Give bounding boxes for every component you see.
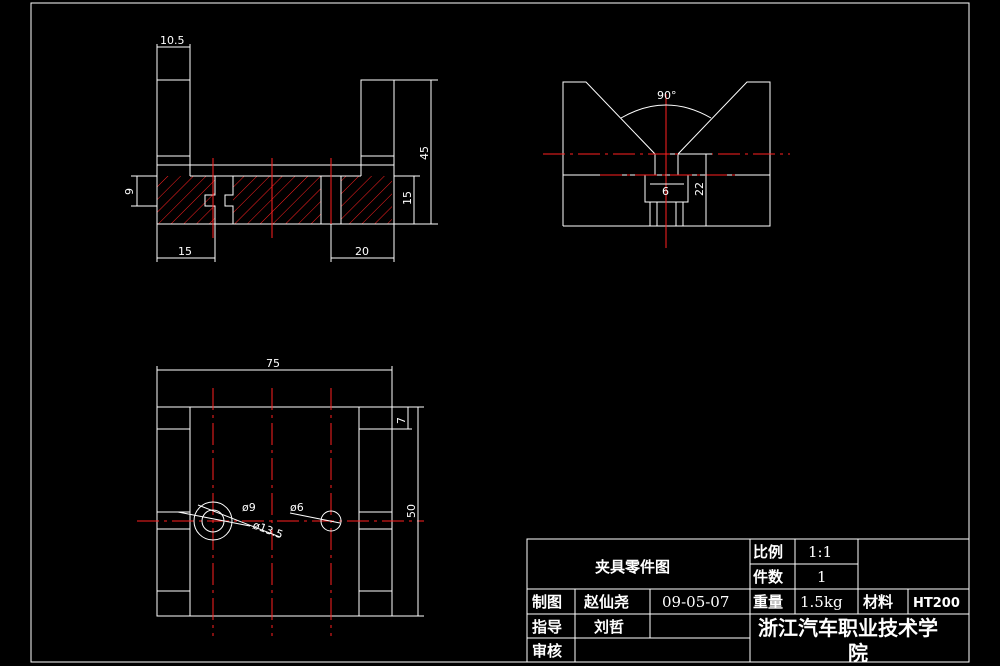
material-label: 材料 — [863, 593, 893, 611]
scale-value: 1:1 — [808, 543, 832, 561]
weight-label: 重量 — [753, 593, 783, 611]
drawn-date: 09-05-07 — [662, 593, 729, 611]
dim-45: 45 — [418, 146, 431, 160]
school-name-line1: 浙江汽车职业技术学 — [758, 616, 938, 640]
scale-label: 比例 — [753, 543, 783, 561]
dim-10-5: 10.5 — [160, 34, 185, 47]
hatch-right — [341, 176, 392, 224]
dim-hole-13-5: ø13.5 — [251, 519, 285, 542]
dim-75: 75 — [266, 357, 280, 370]
dim-50: 50 — [405, 504, 418, 518]
weight-value: 1.5kg — [800, 593, 843, 611]
side-view: 90° 6 22 — [543, 81, 790, 248]
material-value: HT200 — [913, 596, 960, 611]
drawn-name: 赵仙尧 — [583, 593, 629, 611]
hatch-left — [157, 176, 215, 224]
dim-90-degrees: 90° — [657, 89, 677, 102]
top-view: ø9 ø13.5 ø6 75 50 7 — [137, 357, 424, 636]
review-label: 审核 — [532, 642, 562, 660]
dim-hole-6: ø6 — [290, 501, 304, 514]
title-block: 夹具零件图 比例 1:1 件数 1 制图 赵仙尧 09-05-07 重量 1.5… — [526, 538, 970, 665]
hole-outer-ring — [193, 501, 233, 541]
dim-hole-9: ø9 — [242, 501, 256, 514]
dim-20: 20 — [355, 245, 369, 258]
hole-right — [320, 510, 342, 532]
dim-9: 9 — [123, 188, 136, 195]
guide-name: 刘哲 — [594, 618, 624, 636]
front-view: 10.5 45 15 9 15 20 — [123, 34, 438, 262]
dim-15-bottom: 15 — [178, 245, 192, 258]
qty-label: 件数 — [753, 568, 784, 586]
drawing-border — [30, 2, 970, 663]
hatch-middle — [233, 176, 321, 224]
drawing-title: 夹具零件图 — [595, 558, 670, 576]
dim-6: 6 — [662, 185, 669, 198]
dim-22: 22 — [693, 182, 706, 196]
qty-value: 1 — [817, 568, 827, 586]
school-name-line2: 院 — [848, 641, 868, 665]
guide-label: 指导 — [532, 618, 562, 636]
drawn-label: 制图 — [532, 593, 562, 611]
dim-7: 7 — [395, 417, 408, 424]
dim-15-right: 15 — [401, 191, 414, 205]
